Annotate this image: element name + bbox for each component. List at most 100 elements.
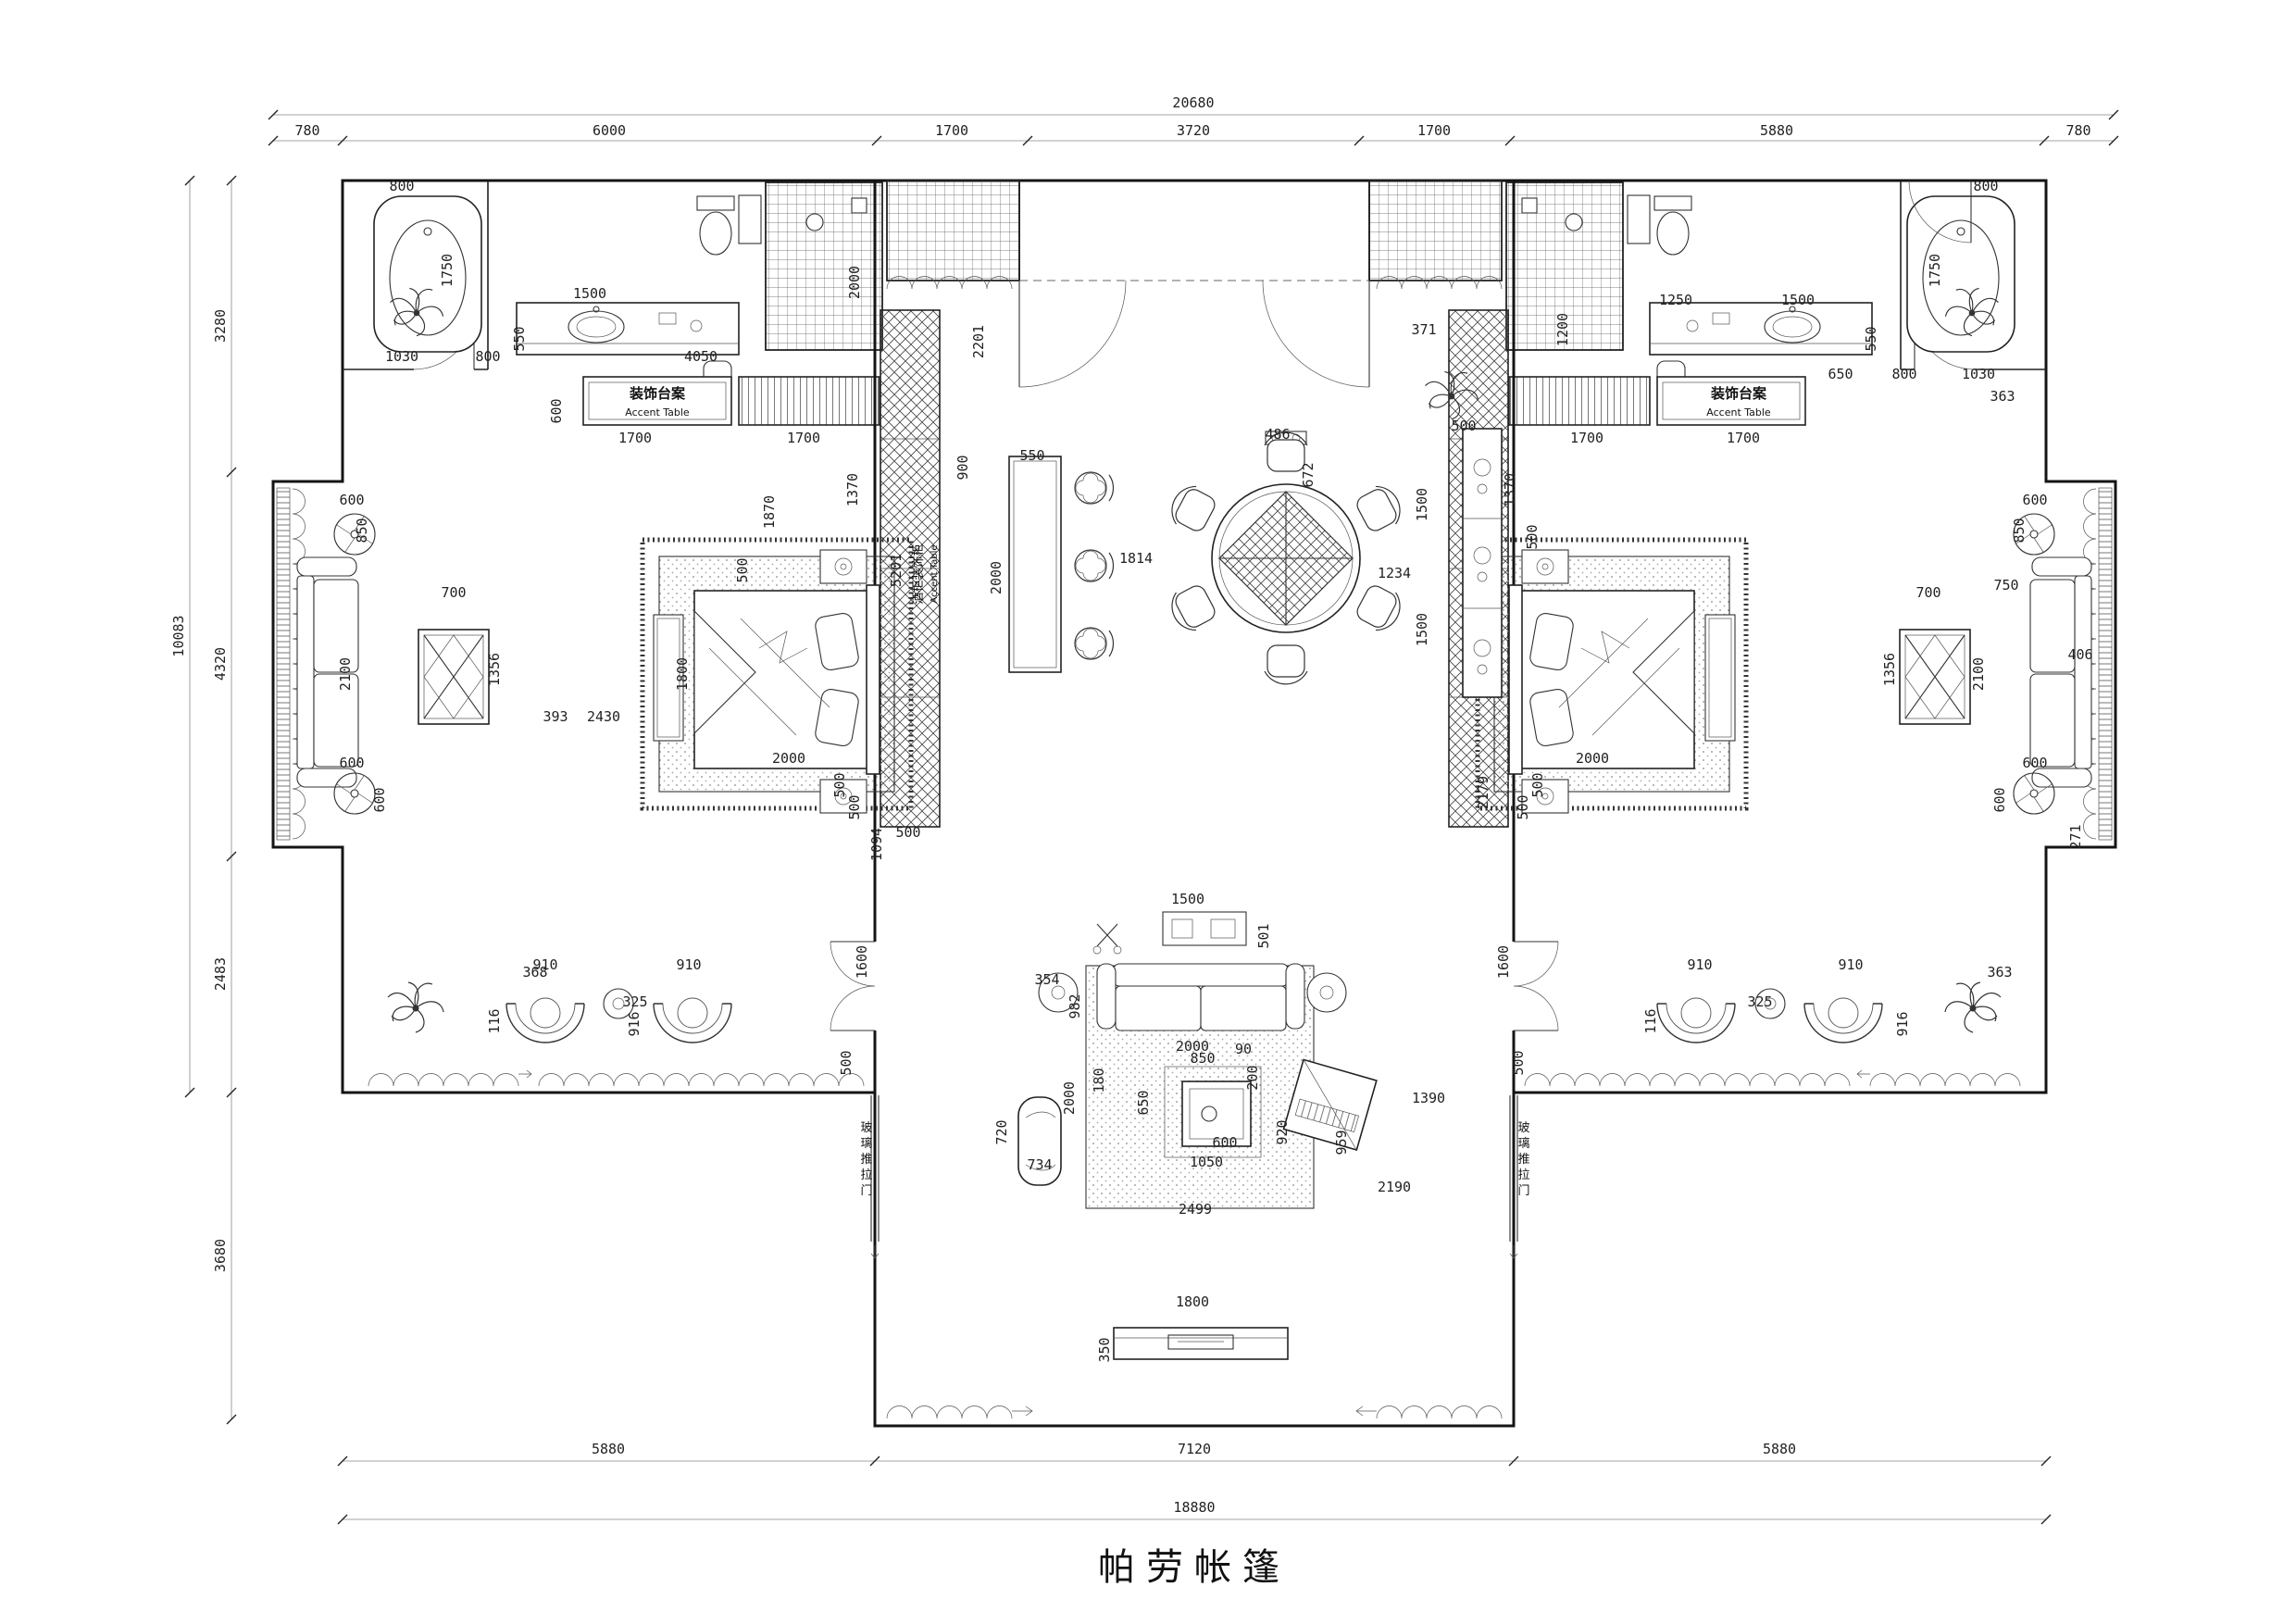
radiator-grille — [276, 487, 291, 841]
svg-text:5880: 5880 — [1760, 122, 1793, 139]
svg-text:371: 371 — [1411, 321, 1436, 338]
svg-text:650: 650 — [1828, 366, 1853, 382]
svg-text:600: 600 — [371, 787, 388, 812]
svg-text:1700: 1700 — [618, 430, 652, 446]
svg-text:910: 910 — [1838, 956, 1863, 973]
svg-text:200: 200 — [1244, 1065, 1261, 1090]
svg-text:Accent Table: Accent Table — [625, 406, 690, 418]
svg-text:600: 600 — [1991, 787, 2008, 812]
svg-text:4050: 4050 — [684, 348, 718, 365]
svg-text:550: 550 — [511, 326, 528, 351]
coffee-table — [1181, 1081, 1252, 1147]
svg-text:18880: 18880 — [1173, 1499, 1215, 1516]
svg-text:500: 500 — [1524, 524, 1541, 549]
svg-text:2100: 2100 — [337, 657, 354, 691]
svg-text:1370: 1370 — [844, 473, 861, 506]
svg-text:486: 486 — [1265, 426, 1290, 443]
svg-text:1750: 1750 — [1927, 254, 1943, 287]
svg-text:916: 916 — [1894, 1011, 1911, 1036]
svg-text:350: 350 — [1096, 1337, 1113, 1362]
bed-area — [640, 537, 914, 814]
svg-text:5880: 5880 — [1763, 1441, 1796, 1457]
svg-text:550: 550 — [1019, 447, 1044, 464]
svg-text:800: 800 — [1891, 366, 1916, 382]
svg-text:850: 850 — [1190, 1050, 1215, 1067]
barrel-chair — [653, 997, 732, 1043]
svg-text:5880: 5880 — [592, 1441, 625, 1457]
living-room-furniture — [1017, 911, 1378, 1360]
svg-text:玻璃推拉门: 玻璃推拉门 — [860, 1121, 872, 1198]
barrel-chair — [505, 997, 585, 1043]
svg-text:500: 500 — [838, 1050, 855, 1075]
glass-sliding-door — [870, 1095, 880, 1259]
svg-text:酒柜装饰柜: 酒柜装饰柜 — [912, 543, 926, 604]
dining-chair — [1352, 580, 1408, 637]
svg-text:1094: 1094 — [868, 828, 885, 861]
svg-text:650: 650 — [1135, 1090, 1152, 1115]
svg-text:850: 850 — [354, 518, 370, 543]
svg-text:354: 354 — [1034, 971, 1059, 988]
ornate-chair — [1074, 471, 1115, 505]
svg-text:4320: 4320 — [212, 647, 229, 681]
nightstand — [819, 779, 867, 814]
svg-text:1390: 1390 — [1412, 1090, 1445, 1106]
svg-text:959: 959 — [1333, 1130, 1350, 1155]
exterior-walls — [271, 179, 2117, 1428]
svg-text:1800: 1800 — [674, 657, 691, 691]
svg-text:180: 180 — [1091, 1068, 1107, 1093]
svg-text:装饰台案: 装饰台案 — [1710, 385, 1767, 402]
toilet — [696, 194, 762, 256]
svg-text:325: 325 — [1747, 993, 1772, 1010]
curtain-line — [538, 1073, 865, 1087]
svg-text:2100: 2100 — [1970, 657, 1987, 691]
svg-text:600: 600 — [2022, 755, 2047, 771]
right-entry-door — [1908, 180, 1972, 244]
svg-text:1800: 1800 — [1176, 1293, 1209, 1310]
svg-text:500: 500 — [846, 794, 863, 819]
curtain-line — [886, 1405, 1033, 1419]
svg-text:2000: 2000 — [988, 561, 1004, 594]
svg-text:6000: 6000 — [593, 122, 626, 139]
angled-tv-stand — [1282, 1058, 1378, 1152]
svg-text:1700: 1700 — [787, 430, 820, 446]
sofa — [1096, 963, 1305, 1031]
svg-text:780: 780 — [294, 122, 319, 139]
svg-text:2000: 2000 — [1576, 750, 1609, 767]
svg-text:501: 501 — [1255, 923, 1272, 948]
svg-text:920: 920 — [1274, 1119, 1291, 1144]
svg-text:3680: 3680 — [212, 1239, 229, 1272]
dimension-lines — [184, 109, 2119, 1525]
svg-text:393: 393 — [543, 708, 568, 725]
svg-text:500: 500 — [734, 557, 751, 582]
svg-text:5201: 5201 — [888, 554, 905, 587]
svg-text:1700: 1700 — [935, 122, 968, 139]
svg-text:1030: 1030 — [1962, 366, 1995, 382]
svg-text:1500: 1500 — [1781, 292, 1815, 308]
svg-text:1814: 1814 — [1119, 550, 1153, 567]
svg-text:500: 500 — [1515, 794, 1531, 819]
svg-text:600: 600 — [339, 492, 364, 508]
svg-text:1356: 1356 — [1881, 653, 1898, 686]
wing-lounge — [368, 981, 865, 1087]
blanket-fold — [693, 609, 756, 735]
svg-text:2499: 2499 — [1179, 1201, 1212, 1218]
accent-x-table — [418, 629, 490, 725]
svg-text:1234: 1234 — [1378, 565, 1411, 581]
svg-text:1700: 1700 — [1417, 122, 1451, 139]
svg-text:368: 368 — [522, 964, 547, 981]
svg-text:1500: 1500 — [573, 285, 606, 302]
chaise-lounge — [1017, 1096, 1062, 1186]
svg-text:2190: 2190 — [1378, 1179, 1411, 1195]
svg-text:600: 600 — [548, 398, 565, 423]
svg-text:700: 700 — [441, 584, 466, 601]
svg-text:734: 734 — [1027, 1156, 1052, 1173]
nightstand — [819, 549, 867, 584]
svg-text:720: 720 — [993, 1119, 1010, 1144]
svg-text:1370: 1370 — [1502, 473, 1518, 506]
svg-text:1870: 1870 — [761, 495, 778, 529]
svg-text:780: 780 — [2065, 122, 2090, 139]
right-display-cabinet — [1462, 428, 1503, 698]
svg-text:910: 910 — [1687, 956, 1712, 973]
console-table-chairs — [1008, 456, 1115, 673]
